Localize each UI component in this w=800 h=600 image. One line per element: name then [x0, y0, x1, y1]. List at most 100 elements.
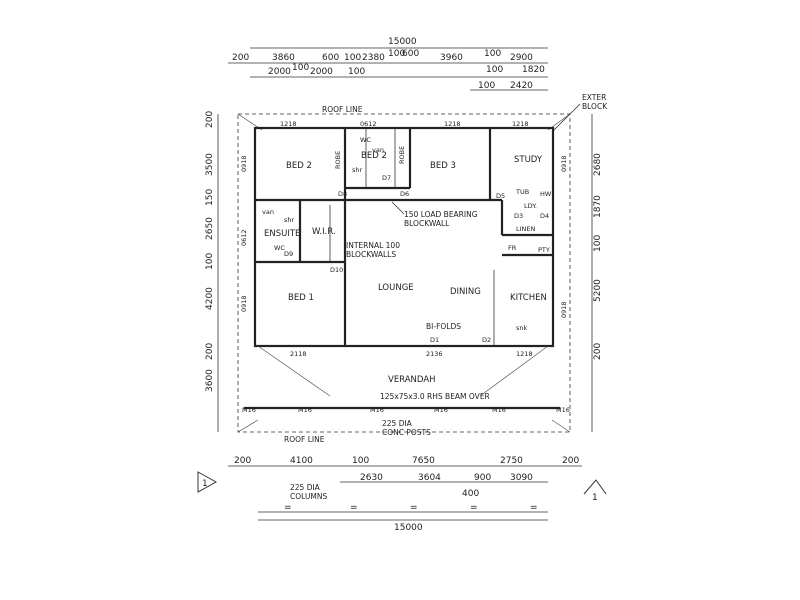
dim-text: 600: [322, 53, 339, 63]
equal-mark: =: [350, 503, 358, 513]
robe-label-2: ROBE: [398, 146, 406, 164]
robe-label-1: ROBE: [334, 151, 342, 169]
columns-note-2: COLUMNS: [290, 492, 328, 501]
fr-label: FR: [508, 244, 517, 252]
dim-text: 3860: [272, 53, 295, 63]
room-verandah: VERANDAH: [388, 375, 436, 385]
dim-text: 100: [205, 253, 215, 270]
overall-width-bottom: 15000: [394, 523, 423, 533]
bottom-dimensions: 200 4100 100 7650 2750 200 2630 3604 900…: [228, 456, 582, 533]
dim-text: 2000: [310, 67, 333, 77]
wc-label-1: WC: [360, 136, 371, 144]
dim-text: 2680: [593, 153, 603, 176]
left-dimensions: 200 3500 150 2650 100 4200 200 3600: [205, 111, 219, 432]
dim-text: 200: [205, 111, 215, 128]
posts-note-1: 225 DIA: [382, 419, 413, 428]
shr-label-2: shr: [352, 166, 363, 174]
door-d4: D4: [540, 212, 549, 220]
load-bearing-note-1: 150 LOAD BEARING: [404, 210, 478, 219]
dim-text: 3604: [418, 473, 441, 483]
room-ensuite: ENSUITE: [264, 229, 300, 239]
door-d5: D5: [496, 192, 505, 200]
van-label-2: van: [372, 146, 384, 154]
window-dim: 0918: [560, 155, 568, 172]
dim-text: 100: [478, 81, 495, 91]
equal-mark: =: [410, 503, 418, 513]
dim-text: 200: [232, 53, 249, 63]
dim-text: 200: [234, 456, 251, 466]
dim-text: 200: [562, 456, 579, 466]
dim-text: 4100: [290, 456, 313, 466]
dim-text: 5200: [593, 279, 603, 302]
shr-label-1: shr: [284, 216, 295, 224]
dim-text: 600: [402, 49, 419, 59]
dim-text: 150: [205, 189, 215, 206]
linen-label: LINEN: [516, 225, 536, 233]
window-dim: 2136: [426, 350, 443, 358]
window-dim: 0612: [360, 120, 377, 128]
marker-text: 1: [202, 479, 208, 489]
window-dim: 1218: [280, 120, 297, 128]
door-d10: D10: [330, 266, 343, 274]
dim-text: 3500: [205, 153, 215, 176]
dim-text: 100: [292, 63, 309, 73]
window-dim: 0918: [240, 295, 248, 312]
dim-text: 2630: [360, 473, 383, 483]
equal-mark: =: [470, 503, 478, 513]
dim-text: 3960: [440, 53, 463, 63]
dim-text: 7650: [412, 456, 435, 466]
door-d8: D8: [338, 190, 347, 198]
exter-label-2: BLOCK: [582, 102, 608, 111]
dim-text: 1870: [593, 195, 603, 218]
door-d1: D1: [430, 336, 439, 344]
room-lounge: LOUNGE: [378, 283, 414, 293]
top-dimensions: 15000 200 3860 600 100 2380 100 600 3960…: [228, 37, 548, 91]
dim-text: 200: [205, 343, 215, 360]
window-dim: 1218: [516, 350, 533, 358]
exter-label-1: EXTER: [582, 93, 606, 102]
dim-text: 100: [484, 49, 501, 59]
dim-text: 100: [352, 456, 369, 466]
section-marker-left: 1: [197, 471, 218, 493]
window-dim: 1218: [512, 120, 529, 128]
equal-mark: =: [284, 503, 292, 513]
m16-6: M16: [556, 406, 570, 414]
room-bed1: BED 1: [288, 293, 314, 303]
load-bearing-note-2: BLOCKWALL: [404, 219, 450, 228]
roof-line-label-bottom: ROOF LINE: [284, 435, 325, 444]
door-d3: D3: [514, 212, 523, 220]
bifolds-label: BI-FOLDS: [426, 322, 461, 331]
window-dim: 0918: [240, 155, 248, 172]
door-d2: D2: [482, 336, 491, 344]
snk-label: snk: [516, 324, 528, 332]
window-dim: 1218: [444, 120, 461, 128]
ldy-label: LDY.: [524, 202, 537, 210]
dim-text: 100: [344, 53, 361, 63]
beam-note: 125x75x3.0 RHS BEAM OVER: [380, 392, 490, 401]
columns-note-1: 225 DIA: [290, 483, 321, 492]
dim-text: 900: [474, 473, 491, 483]
dim-text: 2420: [510, 81, 533, 91]
internal-walls-note-1: INTERNAL 100: [346, 241, 400, 250]
door-d9: D9: [284, 250, 293, 258]
door-d6: D6: [400, 190, 409, 198]
m16-3: M16: [370, 406, 384, 414]
dim-text: 2000: [268, 67, 291, 77]
marker-text: 1: [592, 493, 598, 503]
m16-2: M16: [298, 406, 312, 414]
dim-text: 1820: [522, 65, 545, 75]
dim-text: 4200: [205, 287, 215, 310]
dim-text: 200: [593, 343, 603, 360]
tub-label: TUB: [515, 188, 529, 196]
window-dim: 0612: [240, 229, 248, 246]
hw-label: HW: [540, 190, 552, 198]
door-d7: D7: [382, 174, 391, 182]
m16-4: M16: [434, 406, 448, 414]
pty-label: PTY: [538, 246, 550, 254]
room-dining: DINING: [450, 287, 481, 297]
m16-1: M16: [242, 406, 256, 414]
room-study: STUDY: [514, 155, 543, 165]
room-bed3: BED 3: [430, 161, 456, 171]
room-bed2: BED 2: [286, 161, 312, 171]
